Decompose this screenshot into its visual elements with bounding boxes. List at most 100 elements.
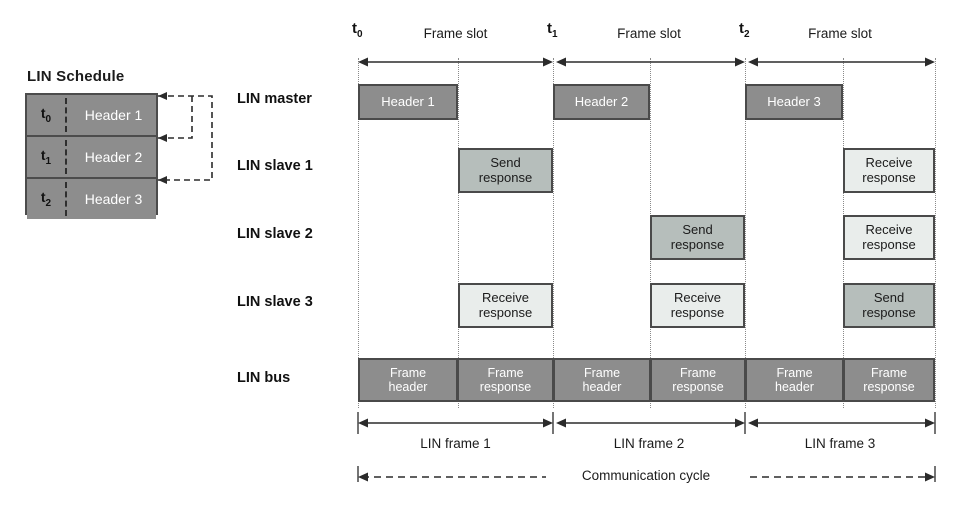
frame1-arrowhead-right xyxy=(543,418,553,428)
block-slave3-receive-response-2[interactable]: Receive response xyxy=(650,283,745,328)
block-bus-frame-header-3[interactable]: Frame header xyxy=(745,358,844,402)
block-bus-frame-response-1[interactable]: Frame response xyxy=(457,358,554,402)
guide-line-frame1-split xyxy=(458,58,459,408)
lin-frame-dimension-arrows xyxy=(357,412,936,434)
block-master-header-1[interactable]: Header 1 xyxy=(358,84,458,120)
block-line-2: response xyxy=(862,304,916,320)
frame-slot-caption-2: Frame slot xyxy=(617,26,681,41)
block-line-1: Receive xyxy=(674,289,721,305)
row-label-lin-slave-2: LIN slave 2 xyxy=(237,226,313,242)
cycle-arrowhead-left xyxy=(358,472,368,482)
tick-label-t0: t0 xyxy=(352,20,363,40)
lin-frame-caption-3: LIN frame 3 xyxy=(804,436,876,451)
guide-line-t0 xyxy=(358,58,359,408)
schedule-row-divider xyxy=(65,140,67,174)
block-slave3-send-response[interactable]: Send response xyxy=(843,283,935,328)
block-slave2-send-response[interactable]: Send response xyxy=(650,215,745,260)
block-bus-frame-response-3[interactable]: Frame response xyxy=(843,358,935,402)
tick-sub-t1: 1 xyxy=(552,29,558,40)
slot2-arrowhead-left xyxy=(556,57,566,67)
lin-frame-caption-1: LIN frame 1 xyxy=(420,436,491,451)
schedule-row[interactable]: t0 Header 1 xyxy=(27,95,156,137)
tick-label-t1: t1 xyxy=(547,20,558,40)
block-line-1: Frame xyxy=(583,366,621,380)
connector-path-middle xyxy=(158,96,193,139)
guide-line-end xyxy=(935,58,936,408)
block-bus-frame-response-2[interactable]: Frame response xyxy=(650,358,746,402)
tick-sub-t0: 0 xyxy=(357,29,363,40)
block-bus-frame-header-1[interactable]: Frame header xyxy=(358,358,458,402)
frame-slot-caption-1: Frame slot xyxy=(423,26,488,41)
schedule-row-time: t1 xyxy=(40,147,52,167)
block-line-2: response xyxy=(670,236,725,252)
block-slave2-receive-response[interactable]: Receive response xyxy=(843,215,935,260)
tick-label-t2: t2 xyxy=(739,20,750,40)
connector-arrowhead-3 xyxy=(158,176,167,184)
block-line-1: Header 2 xyxy=(574,93,629,109)
block-line-1: Receive xyxy=(865,221,913,237)
block-line-2: response xyxy=(863,380,915,394)
block-line-1: Receive xyxy=(865,154,913,170)
connector-arrowhead-2 xyxy=(158,134,167,142)
slot3-arrowhead-left xyxy=(748,57,758,67)
block-line-1: Frame xyxy=(776,366,813,380)
lin-frame-caption-2: LIN frame 2 xyxy=(613,436,685,451)
connector-path-outer xyxy=(158,95,213,181)
slot1-arrowhead-left xyxy=(358,57,368,67)
communication-cycle-arrow xyxy=(357,466,936,482)
connector-arrowhead-1 xyxy=(158,92,167,100)
block-line-1: Header 3 xyxy=(767,93,821,109)
row-label-lin-slave-1: LIN slave 1 xyxy=(237,158,313,174)
frame-slot-dimension-arrows xyxy=(358,57,935,67)
block-master-header-3[interactable]: Header 3 xyxy=(745,84,843,120)
block-line-1: Frame xyxy=(870,366,908,380)
frame3-arrowhead-left xyxy=(748,418,758,428)
tick-sub-t2: 2 xyxy=(744,29,750,40)
schedule-row-time-sub: 2 xyxy=(45,197,52,209)
cycle-arrowhead-right xyxy=(925,472,935,482)
guide-line-t1 xyxy=(553,58,554,408)
schedule-row-divider xyxy=(65,98,67,132)
block-slave3-receive-response-1[interactable]: Receive response xyxy=(458,283,553,328)
block-slave1-send-response[interactable]: Send response xyxy=(458,148,553,193)
block-line-1: Frame xyxy=(487,366,524,380)
block-line-2: response xyxy=(670,304,725,320)
block-master-header-2[interactable]: Header 2 xyxy=(553,84,650,120)
block-line-1: Send xyxy=(682,221,713,237)
schedule-row-header: Header 2 xyxy=(84,149,143,165)
row-label-lin-master: LIN master xyxy=(237,91,312,107)
block-line-2: response xyxy=(479,380,532,394)
block-line-1: Frame xyxy=(679,366,717,380)
block-line-1: Frame xyxy=(389,366,427,380)
schedule-row-divider xyxy=(65,182,67,216)
block-line-2: response xyxy=(478,304,533,320)
schedule-row[interactable]: t1 Header 2 xyxy=(27,137,156,179)
schedule-box: t0 Header 1 t1 Header 2 t2 Header 3 xyxy=(25,93,158,219)
block-line-2: response xyxy=(862,169,916,185)
schedule-row-time-sub: 1 xyxy=(45,155,52,167)
block-line-1: Receive xyxy=(482,289,529,305)
schedule-row-time: t2 xyxy=(40,189,52,209)
block-line-1: Send xyxy=(490,154,521,170)
block-line-1: Send xyxy=(873,289,905,305)
slot1-arrowhead-right xyxy=(543,57,553,67)
slot2-arrowhead-right xyxy=(735,57,745,67)
guide-line-t2 xyxy=(745,58,746,408)
communication-cycle-caption: Communication cycle xyxy=(546,468,746,483)
block-bus-frame-header-2[interactable]: Frame header xyxy=(553,358,651,402)
frame2-arrowhead-left xyxy=(556,418,566,428)
frame2-arrowhead-right xyxy=(735,418,745,428)
schedule-row-header: Header 1 xyxy=(84,107,143,123)
row-label-lin-slave-3: LIN slave 3 xyxy=(237,294,313,310)
schedule-row[interactable]: t2 Header 3 xyxy=(27,179,156,219)
block-slave1-receive-response[interactable]: Receive response xyxy=(843,148,935,193)
schedule-row-header: Header 3 xyxy=(84,191,143,207)
schedule-row-time: t0 xyxy=(40,105,52,125)
block-line-2: header xyxy=(388,380,428,394)
block-line-2: header xyxy=(582,380,622,394)
block-line-2: header xyxy=(775,380,814,394)
block-line-2: response xyxy=(862,236,916,252)
schedule-title: LIN Schedule xyxy=(27,68,125,85)
schedule-row-time-sub: 0 xyxy=(45,113,52,125)
